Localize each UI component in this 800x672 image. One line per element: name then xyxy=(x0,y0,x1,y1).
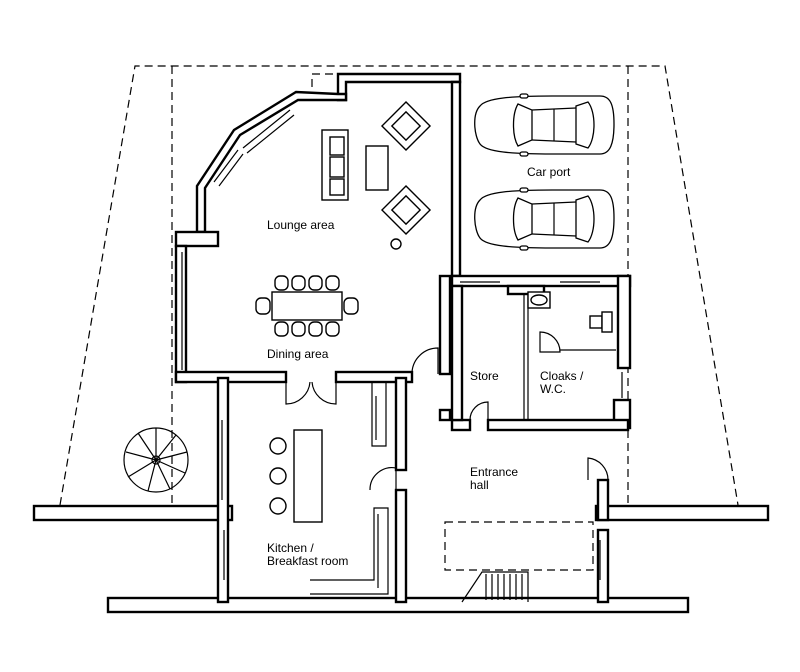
label-cloaks-2: W.C. xyxy=(540,382,566,396)
label-kitchen-2: Breakfast room xyxy=(267,554,348,568)
label-dining: Dining area xyxy=(267,347,329,361)
exterior-walls xyxy=(174,72,632,604)
coffee-table xyxy=(365,145,389,191)
label-cloaks-1: Cloaks / xyxy=(540,369,584,383)
label-entrance-1: Entrance xyxy=(470,465,518,479)
spiral-stair xyxy=(123,427,189,493)
doors xyxy=(285,331,609,491)
label-store: Store xyxy=(470,369,499,383)
lounge-furniture xyxy=(321,100,432,250)
label-carport: Car port xyxy=(527,165,571,179)
kitchen-fittings xyxy=(269,382,389,595)
label-lounge: Lounge area xyxy=(267,218,335,232)
dining-furniture xyxy=(255,275,359,337)
kitchen-island xyxy=(293,429,323,523)
staircase xyxy=(461,571,529,603)
armchair xyxy=(380,100,432,152)
label-entrance-2: hall xyxy=(470,478,489,492)
room-labels: Lounge area Dining area Car port Store C… xyxy=(267,165,584,568)
partitions xyxy=(411,284,616,420)
armchair xyxy=(380,184,432,236)
lamp xyxy=(390,238,402,250)
label-kitchen-1: Kitchen / xyxy=(267,541,314,555)
terrace-slabs xyxy=(32,504,770,614)
dining-table xyxy=(271,291,343,321)
wc-fittings xyxy=(527,291,613,333)
windows xyxy=(181,109,623,580)
car xyxy=(474,93,615,157)
car xyxy=(474,187,615,251)
